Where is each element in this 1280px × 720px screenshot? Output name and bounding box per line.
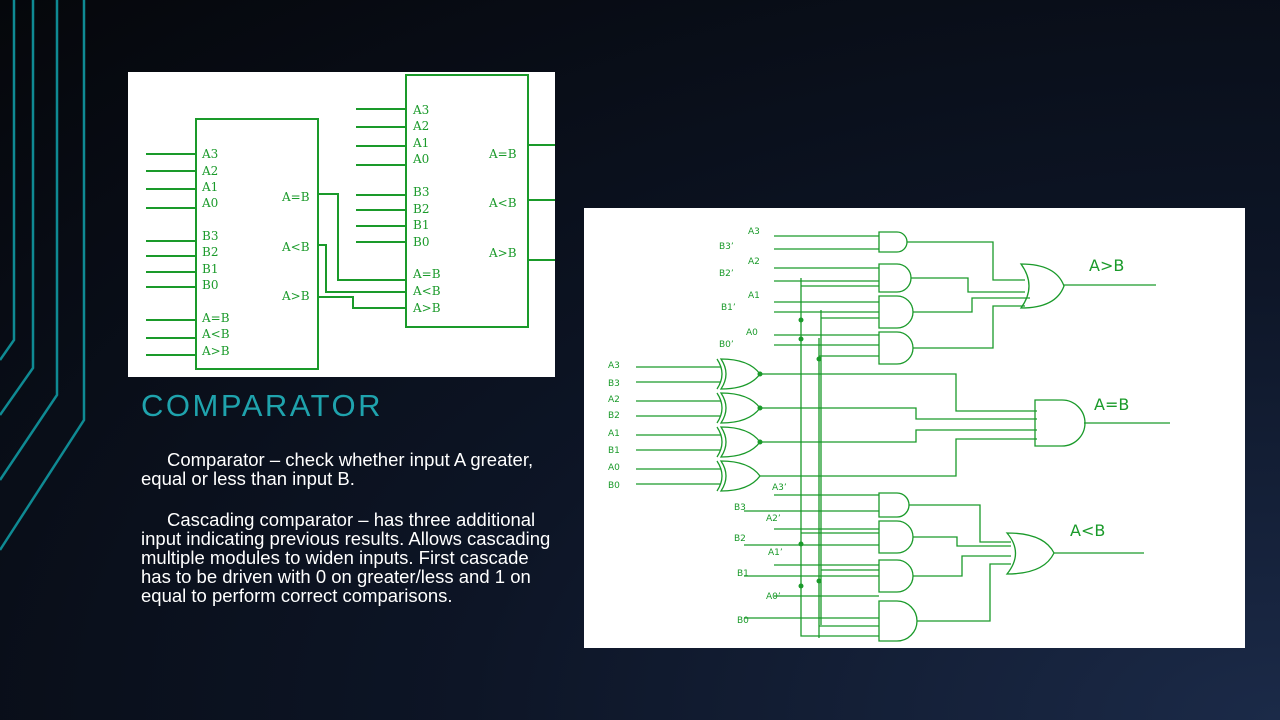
cascade-block-diagram: A3 A2 A1 A0 B3 B2 B1 B0 A=B A<B A>B A=B … bbox=[128, 72, 555, 377]
xor-in-a3: A3 bbox=[608, 361, 620, 371]
output-eq-label: A=B bbox=[1094, 395, 1129, 414]
m2-in-a3: A3 bbox=[412, 103, 429, 117]
m1-in-a0: A0 bbox=[201, 196, 218, 210]
comparator-description: Comparator – check whether input A great… bbox=[141, 449, 534, 489]
bot-in-a1n: A1’ bbox=[768, 548, 783, 558]
m2-in-a1: A1 bbox=[412, 136, 429, 150]
xor-in-b1: B1 bbox=[608, 446, 620, 456]
xor-in-a2: A2 bbox=[608, 395, 620, 405]
bot-in-b0: B0 bbox=[737, 616, 749, 626]
xor-in-b0: B0 bbox=[608, 481, 620, 491]
top-in-a3: A3 bbox=[748, 227, 760, 237]
m2-in-b3: B3 bbox=[413, 185, 429, 199]
top-in-a2: A2 bbox=[748, 257, 760, 267]
decorative-lines bbox=[0, 0, 86, 551]
bot-in-b3: B3 bbox=[734, 503, 746, 513]
output-gt-label: A>B bbox=[1089, 256, 1124, 275]
top-in-a0: A0 bbox=[746, 328, 758, 338]
m2-in-a2: A2 bbox=[412, 119, 429, 133]
m2-in-b2: B2 bbox=[413, 202, 429, 216]
m1-in-b2: B2 bbox=[202, 245, 218, 259]
m2-out-gt: A>B bbox=[488, 246, 517, 260]
top-in-b0n: B0’ bbox=[719, 340, 734, 350]
block-diagram-svg: A3 A2 A1 A0 B3 B2 B1 B0 A=B A<B A>B A=B … bbox=[146, 74, 555, 370]
xor-in-a0: A0 bbox=[608, 463, 620, 473]
m1-in-b0: B0 bbox=[202, 278, 218, 292]
bot-in-b1: B1 bbox=[737, 569, 749, 579]
m2-in-a0: A0 bbox=[412, 152, 429, 166]
comparator-logic-diagram: A3 B3’ A2 B2’ A1 B1’ A0 B0’ A3 B3 A2 B2 … bbox=[584, 208, 1245, 648]
m1-in-eq: A=B bbox=[201, 311, 230, 325]
bot-in-a3n: A3’ bbox=[772, 483, 787, 493]
m2-in-b0: B0 bbox=[413, 235, 429, 249]
m1-out-lt: A<B bbox=[281, 240, 310, 254]
m1-in-gt: A>B bbox=[201, 344, 230, 358]
m2-in-b1: B1 bbox=[413, 218, 429, 232]
m2-out-lt: A<B bbox=[488, 196, 517, 210]
m2-in-gt: A>B bbox=[412, 301, 441, 315]
bot-in-a2n: A2’ bbox=[766, 514, 781, 524]
xor-in-b3: B3 bbox=[608, 379, 620, 389]
m2-in-eq: A=B bbox=[412, 267, 441, 281]
cascading-comparator-description: Cascading comparator – has three additio… bbox=[141, 509, 551, 606]
m1-in-lt: A<B bbox=[201, 327, 230, 341]
top-in-b3n: B3’ bbox=[719, 242, 734, 252]
bot-in-b2: B2 bbox=[734, 534, 746, 544]
xor-in-b2: B2 bbox=[608, 411, 620, 421]
top-in-b2n: B2’ bbox=[719, 269, 734, 279]
m1-in-a2: A2 bbox=[201, 164, 218, 178]
logic-diagram-svg: A3 B3’ A2 B2’ A1 B1’ A0 B0’ A3 B3 A2 B2 … bbox=[608, 227, 1170, 642]
m1-in-b1: B1 bbox=[202, 262, 218, 276]
m2-out-eq: A=B bbox=[488, 147, 517, 161]
top-in-a1: A1 bbox=[748, 291, 760, 301]
top-in-b1n: B1’ bbox=[721, 303, 736, 313]
bot-in-a0n: A0’ bbox=[766, 592, 781, 602]
m1-out-eq: A=B bbox=[281, 190, 310, 204]
m1-in-a1: A1 bbox=[201, 180, 218, 194]
xor-in-a1: A1 bbox=[608, 429, 620, 439]
m1-in-b3: B3 bbox=[202, 229, 218, 243]
m2-in-lt: A<B bbox=[412, 284, 441, 298]
m1-out-gt: A>B bbox=[281, 289, 310, 303]
output-lt-label: A<B bbox=[1070, 521, 1105, 540]
m1-in-a3: A3 bbox=[201, 147, 218, 161]
slide-title: COMPARATOR bbox=[141, 388, 384, 423]
